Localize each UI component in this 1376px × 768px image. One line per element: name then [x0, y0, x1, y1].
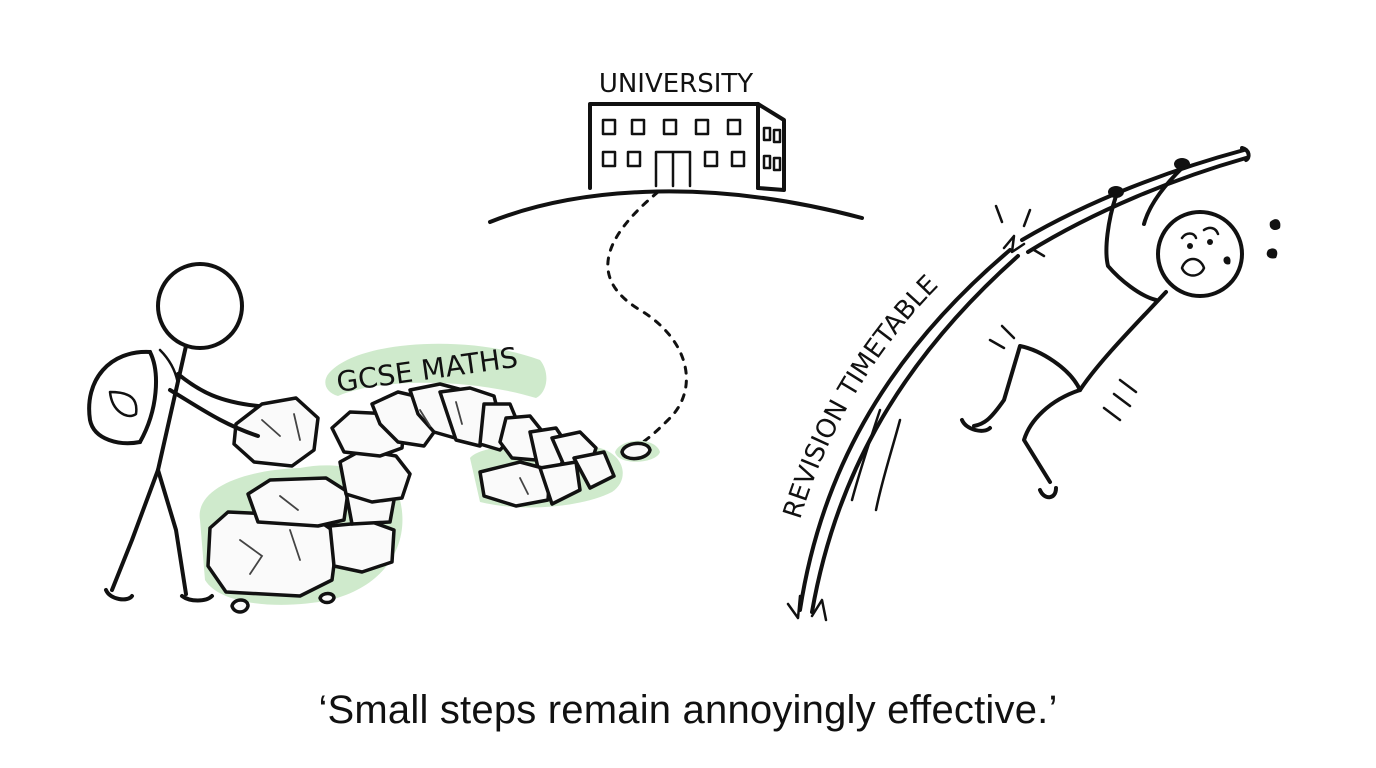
- gcse-label-highlight: [325, 343, 547, 398]
- hanging-student: [960, 158, 1281, 500]
- revision-timetable-label: REVISION TIMETABLE: [778, 270, 944, 522]
- caption: ‘Small steps remain annoyingly effective…: [318, 688, 1058, 732]
- dotted-path: [606, 190, 688, 450]
- student-with-backpack: [87, 262, 260, 603]
- revision-timetable-pole: [786, 146, 1251, 622]
- university-label: UNIVERSITY: [599, 69, 753, 99]
- university-building: [588, 102, 786, 192]
- university-hill: [488, 189, 864, 224]
- small-stone: [615, 440, 660, 462]
- rock-wall: [206, 382, 616, 614]
